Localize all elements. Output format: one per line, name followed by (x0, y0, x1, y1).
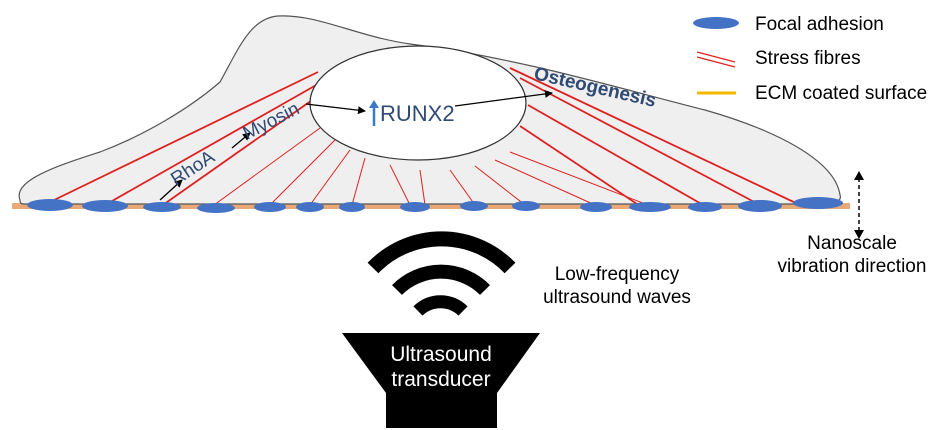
focal-adhesion (27, 199, 73, 211)
transducer-label-line2: transducer (391, 368, 490, 391)
ecm-surface (12, 203, 850, 209)
focal-adhesion (688, 202, 722, 212)
focal-adhesion (629, 202, 671, 212)
ultrasound-transducer (342, 333, 540, 428)
focal-adhesion (82, 200, 128, 212)
focal-adhesion (339, 202, 365, 212)
vibration-direction-arrow-icon (854, 171, 864, 239)
legend: Focal adhesion Stress fibres ECM coated … (693, 14, 927, 104)
waves-label-line1: Low-frequency (555, 264, 680, 285)
stress-fibres-thin (213, 127, 649, 206)
pathway-arrows (159, 89, 553, 201)
focal-adhesion (296, 202, 324, 212)
legend-stress-fibres: Stress fibres (755, 48, 861, 69)
focal-adhesion (738, 200, 782, 212)
vibration-label-line2: vibration direction (778, 256, 927, 277)
arrow-myosin-to-runx2 (305, 103, 366, 115)
focal-adhesion (793, 197, 843, 209)
vibration-label-line1: Nanoscale (807, 233, 897, 254)
focal-adhesion (512, 201, 540, 211)
focal-adhesion (400, 202, 430, 212)
legend-ecm-surface: ECM coated surface (755, 83, 927, 104)
legend-focal-adhesion: Focal adhesion (755, 14, 884, 35)
legend-focal-adhesion-icon (693, 17, 739, 29)
arrow-adhesion-to-rhoa (159, 179, 183, 201)
legend-stress-fibres-icon (696, 51, 736, 68)
focal-adhesion (580, 202, 612, 212)
focal-adhesion (143, 202, 181, 212)
focal-adhesion (254, 202, 286, 212)
runx2-label: RUNX2 (380, 101, 455, 126)
focal-adhesion (197, 203, 235, 213)
ultrasound-waves-icon (367, 231, 516, 316)
nucleus (309, 45, 527, 161)
upregulation-arrow-icon (369, 100, 379, 126)
arrow-rhoa-to-myosin (231, 132, 251, 149)
stress-fibres-thick (49, 67, 801, 208)
transducer-label-line1: Ultrasound (390, 343, 492, 366)
focal-adhesions (27, 197, 843, 213)
waves-label-line2: ultrasound waves (543, 287, 691, 308)
arrow-runx2-to-osteogenesis (454, 89, 553, 107)
focal-adhesion (460, 201, 488, 211)
